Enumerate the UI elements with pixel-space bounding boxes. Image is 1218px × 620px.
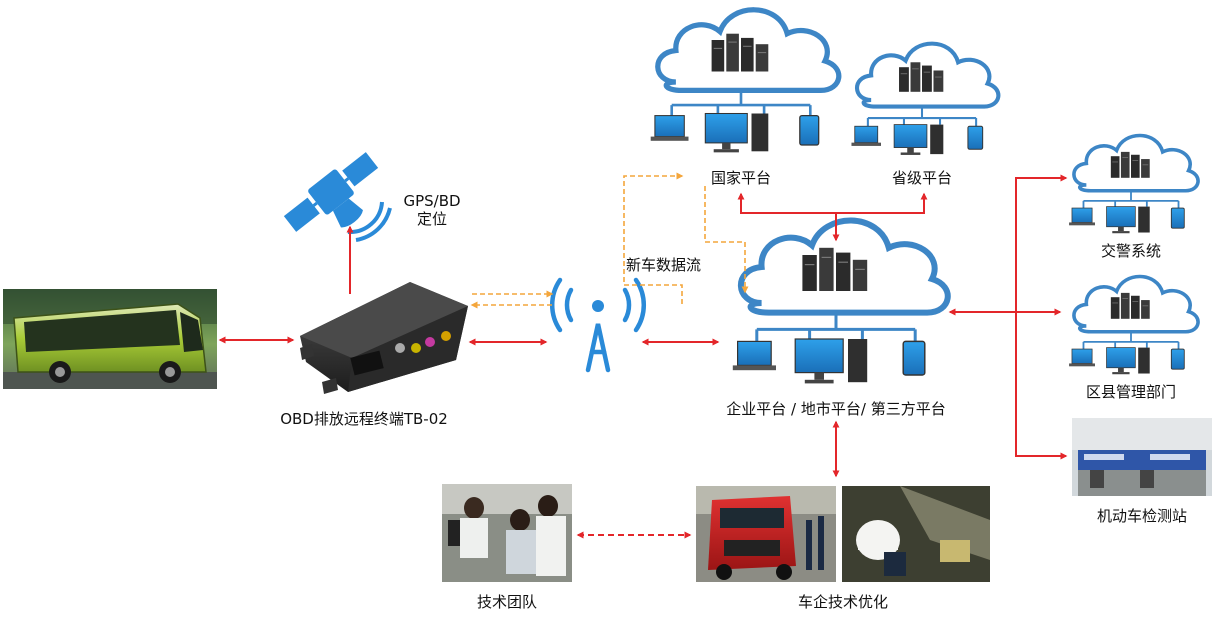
oem-optimization-label: 车企技术优化	[797, 593, 889, 611]
national-provincial-link	[737, 192, 928, 214]
truck-photo	[696, 486, 836, 582]
orange-data-arrows	[470, 172, 749, 309]
county-dept-label: 区县管理部门	[1085, 383, 1177, 401]
national-enterprise-flow	[704, 186, 749, 294]
police-cloud	[1067, 133, 1200, 236]
gps-label-line1: GPS/BD	[403, 192, 461, 210]
engineer-photo	[842, 486, 990, 582]
inspection-station-label: 机动车检测站	[1096, 507, 1188, 525]
platform-national-loop	[623, 172, 684, 304]
red-arrows	[218, 174, 1068, 539]
county-cloud	[1067, 274, 1200, 377]
enterprise-cloud	[733, 220, 948, 383]
provincial-platform-label: 省级平台	[891, 169, 953, 187]
bus-photo	[3, 289, 217, 389]
obd-terminal-device	[300, 282, 468, 394]
inspection-branch	[1015, 312, 1068, 460]
antenna-tower-icon	[549, 277, 647, 373]
terminal-label: OBD排放远程终端TB-02	[280, 410, 448, 428]
tech-team-label: 技术团队	[476, 593, 538, 611]
gps-label-line2: 定位	[416, 210, 447, 228]
national-cloud	[651, 10, 839, 153]
tech-team-photo	[442, 484, 572, 582]
data-stream-label: 新车数据流	[626, 256, 702, 274]
enterprise-platform-label: 企业平台 / 地市平台/ 第三方平台	[726, 400, 946, 418]
inspection-station-photo	[1072, 418, 1212, 496]
provincial-cloud	[851, 44, 998, 155]
police-system-label: 交警系统	[1100, 242, 1162, 260]
satellite-icon	[283, 152, 392, 242]
police-branch	[1015, 174, 1068, 312]
national-platform-label: 国家平台	[710, 169, 772, 187]
gps-label: GPS/BD 定位	[403, 192, 460, 228]
